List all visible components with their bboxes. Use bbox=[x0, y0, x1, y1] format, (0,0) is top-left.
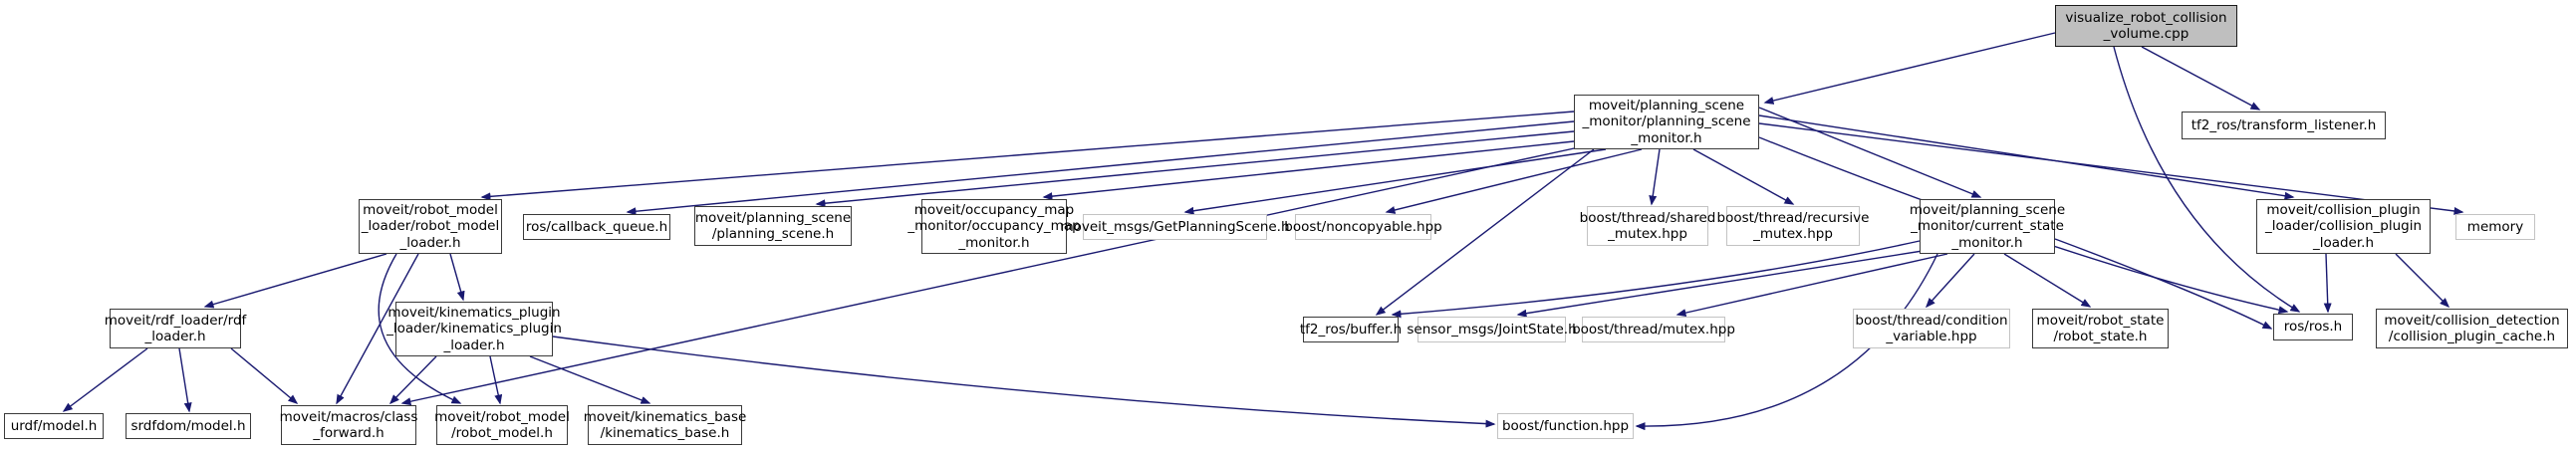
node-label: boost/function.hpp bbox=[1501, 417, 1630, 434]
edge-planning-scene-monitor-h-to-shared-mutex-hpp bbox=[1649, 148, 1661, 206]
edge-rdf-loader-h-to-urdf-model-h bbox=[62, 347, 148, 412]
node-label: moveit_msgs/GetPlanningScene.h bbox=[1060, 218, 1290, 235]
node-label: boost/noncopyable.hpp bbox=[1284, 218, 1442, 235]
node-transform-listener-h[interactable]: tf2_ros/transform_listener.h bbox=[2182, 112, 2386, 139]
edge-planning-scene-monitor-h-to-tf2-buffer-h bbox=[1375, 148, 1595, 316]
node-label: moveit/kinematics_plugin _loader/kinemat… bbox=[386, 304, 562, 353]
edge-planning-scene-monitor-h-to-callback-queue-h bbox=[626, 120, 1575, 216]
edge-kinematics-plugin-loader-h-to-kinematics-base-h bbox=[529, 355, 651, 404]
node-label: srdfdom/model.h bbox=[130, 417, 246, 434]
edge-planning-scene-monitor-h-to-memory bbox=[1758, 122, 2464, 215]
edge-planning-scene-monitor-h-to-planning-scene-h bbox=[815, 130, 1575, 208]
node-robot-model-h[interactable]: moveit/robot_model /robot_model.h bbox=[434, 405, 570, 445]
node-noncopyable-hpp: boost/noncopyable.hpp bbox=[1284, 214, 1442, 240]
edge-current-state-monitor-h-to-boost-function-hpp bbox=[1635, 253, 1938, 431]
node-label: moveit/rdf_loader/rdf _loader.h bbox=[104, 312, 247, 345]
edge-planning-scene-monitor-h-to-get-planning-scene-h bbox=[1183, 148, 1607, 215]
node-kinematics-plugin-loader-h[interactable]: moveit/kinematics_plugin _loader/kinemat… bbox=[386, 302, 562, 356]
node-label: moveit/collision_detection /collision_pl… bbox=[2384, 312, 2560, 345]
node-urdf-model-h[interactable]: urdf/model.h bbox=[4, 413, 104, 439]
node-collision-plugin-cache-h[interactable]: moveit/collision_detection /collision_pl… bbox=[2376, 309, 2568, 348]
edge-current-state-monitor-h-to-joint-state-h bbox=[1516, 250, 1924, 318]
node-label: moveit/macros/class _forward.h bbox=[279, 408, 418, 442]
edge-kinematics-plugin-loader-h-to-boost-function-hpp bbox=[552, 336, 1496, 428]
node-label: visualize_robot_collision _volume.cpp bbox=[2065, 9, 2227, 43]
node-occupancy-map-monitor-h[interactable]: moveit/occupancy_map _monitor/occupancy_… bbox=[907, 199, 1081, 254]
node-ros-h[interactable]: ros/ros.h bbox=[2273, 314, 2353, 340]
node-get-planning-scene-h: moveit_msgs/GetPlanningScene.h bbox=[1060, 214, 1290, 240]
node-joint-state-h: sensor_msgs/JointState.h bbox=[1407, 317, 1577, 342]
node-label: moveit/collision_plugin _loader/collisio… bbox=[2264, 201, 2423, 251]
edge-cpp-to-transform-listener-h bbox=[2141, 46, 2261, 111]
edge-planning-scene-monitor-h-to-robot-model-loader-h bbox=[480, 111, 1575, 201]
node-label: boost/thread/recursive _mutex.hpp bbox=[1716, 209, 1870, 243]
node-label: tf2_ros/transform_listener.h bbox=[2190, 116, 2377, 133]
edge-rdf-loader-h-to-class-forward-h bbox=[230, 347, 299, 404]
edge-rdf-loader-h-to-srdfdom-model-h bbox=[178, 347, 192, 413]
edge-planning-scene-monitor-h-to-recursive-mutex-hpp bbox=[1692, 148, 1795, 205]
node-boost-function-hpp: boost/function.hpp bbox=[1497, 413, 1634, 439]
node-label: moveit/planning_scene _monitor/current_s… bbox=[1909, 201, 2066, 251]
node-thread-mutex-hpp: boost/thread/mutex.hpp bbox=[1572, 317, 1735, 342]
node-label: ros/callback_queue.h bbox=[525, 218, 668, 235]
node-label: moveit/kinematics_base /kinematics_base.… bbox=[583, 408, 747, 442]
node-shared-mutex-hpp: boost/thread/shared _mutex.hpp bbox=[1580, 206, 1715, 246]
node-recursive-mutex-hpp: boost/thread/recursive _mutex.hpp bbox=[1717, 206, 1869, 246]
node-label: moveit/planning_scene _monitor/planning_… bbox=[1582, 97, 1751, 146]
node-tf2-buffer-h[interactable]: tf2_ros/buffer.h bbox=[1299, 317, 1403, 342]
node-srdfdom-model-h[interactable]: srdfdom/model.h bbox=[126, 413, 251, 439]
node-label: moveit/occupancy_map _monitor/occupancy_… bbox=[907, 201, 1081, 251]
node-rdf-loader-h[interactable]: moveit/rdf_loader/rdf _loader.h bbox=[105, 309, 246, 348]
edge-robot-model-loader-h-to-kinematics-plugin-loader-h bbox=[449, 253, 465, 302]
node-label: tf2_ros/buffer.h bbox=[1299, 321, 1403, 338]
edge-current-state-monitor-h-to-condition-variable-hpp bbox=[1925, 253, 1975, 309]
node-label: ros/ros.h bbox=[2283, 319, 2343, 336]
node-label: boost/thread/mutex.hpp bbox=[1572, 321, 1735, 338]
edge-planning-scene-monitor-h-to-collision-plugin-loader-h bbox=[1758, 114, 2295, 200]
node-label: sensor_msgs/JointState.h bbox=[1407, 321, 1577, 338]
node-condition-variable-hpp: boost/thread/condition _variable.hpp bbox=[1853, 309, 2010, 348]
edge-collision-plugin-loader-h-to-ros-h bbox=[2323, 253, 2332, 314]
node-collision-plugin-loader-h[interactable]: moveit/collision_plugin _loader/collisio… bbox=[2256, 199, 2431, 254]
node-kinematics-base-h[interactable]: moveit/kinematics_base /kinematics_base.… bbox=[584, 405, 746, 445]
edge-planning-scene-monitor-h-to-current-state-monitor-h bbox=[1758, 107, 1982, 198]
node-label: moveit/robot_model /robot_model.h bbox=[434, 408, 570, 442]
edge-kinematics-plugin-loader-h-to-class-forward-h bbox=[388, 355, 437, 405]
edge-collision-plugin-loader-h-to-collision-plugin-cache-h bbox=[2395, 253, 2450, 309]
edge-current-state-monitor-h-to-robot-state-h bbox=[2003, 253, 2092, 308]
node-planning-scene-monitor-h[interactable]: moveit/planning_scene _monitor/planning_… bbox=[1574, 95, 1759, 149]
node-label: boost/thread/shared _mutex.hpp bbox=[1579, 209, 1716, 243]
edge-cpp-to-ros-h bbox=[2113, 46, 2301, 313]
node-current-state-monitor-h[interactable]: moveit/planning_scene _monitor/current_s… bbox=[1910, 199, 2065, 254]
node-label: memory bbox=[2466, 218, 2524, 235]
node-label: boost/thread/condition _variable.hpp bbox=[1855, 312, 2008, 345]
node-label: urdf/model.h bbox=[10, 417, 98, 434]
node-planning-scene-h[interactable]: moveit/planning_scene /planning_scene.h bbox=[694, 206, 852, 246]
edge-robot-model-loader-h-to-rdf-loader-h bbox=[203, 253, 387, 309]
edge-current-state-monitor-h-to-ros-h bbox=[2054, 238, 2273, 330]
node-label: moveit/robot_model _loader/robot_model _… bbox=[361, 201, 500, 251]
edge-robot-model-loader-h-to-robot-model-h bbox=[378, 253, 462, 404]
edge-planning-scene-monitor-h-to-occupancy-map-monitor-h bbox=[1042, 140, 1575, 201]
node-cpp: visualize_robot_collision _volume.cpp bbox=[2055, 5, 2237, 47]
edge-planning-scene-monitor-h-to-class-forward-h bbox=[400, 146, 1580, 406]
edge-robot-model-loader-h-to-class-forward-h bbox=[336, 253, 419, 405]
node-class-forward-h[interactable]: moveit/macros/class _forward.h bbox=[279, 405, 418, 445]
edge-current-state-monitor-h-to-thread-mutex-hpp bbox=[1675, 253, 1948, 318]
node-label: moveit/planning_scene /planning_scene.h bbox=[694, 209, 852, 243]
edge-planning-scene-monitor-h-to-noncopyable-hpp bbox=[1385, 148, 1643, 214]
edge-cpp-to-planning-scene-monitor-h bbox=[1763, 32, 2056, 105]
node-label: moveit/robot_state /robot_state.h bbox=[2036, 312, 2165, 345]
edge-kinematics-plugin-loader-h-to-robot-model-h bbox=[489, 355, 503, 405]
node-callback-queue-h[interactable]: ros/callback_queue.h bbox=[523, 214, 670, 240]
edge-current-state-monitor-h-to-tf2-buffer-h bbox=[1391, 240, 1921, 319]
node-robot-state-h[interactable]: moveit/robot_state /robot_state.h bbox=[2032, 309, 2169, 348]
node-memory: memory bbox=[2455, 214, 2535, 240]
node-robot-model-loader-h[interactable]: moveit/robot_model _loader/robot_model _… bbox=[359, 199, 502, 254]
